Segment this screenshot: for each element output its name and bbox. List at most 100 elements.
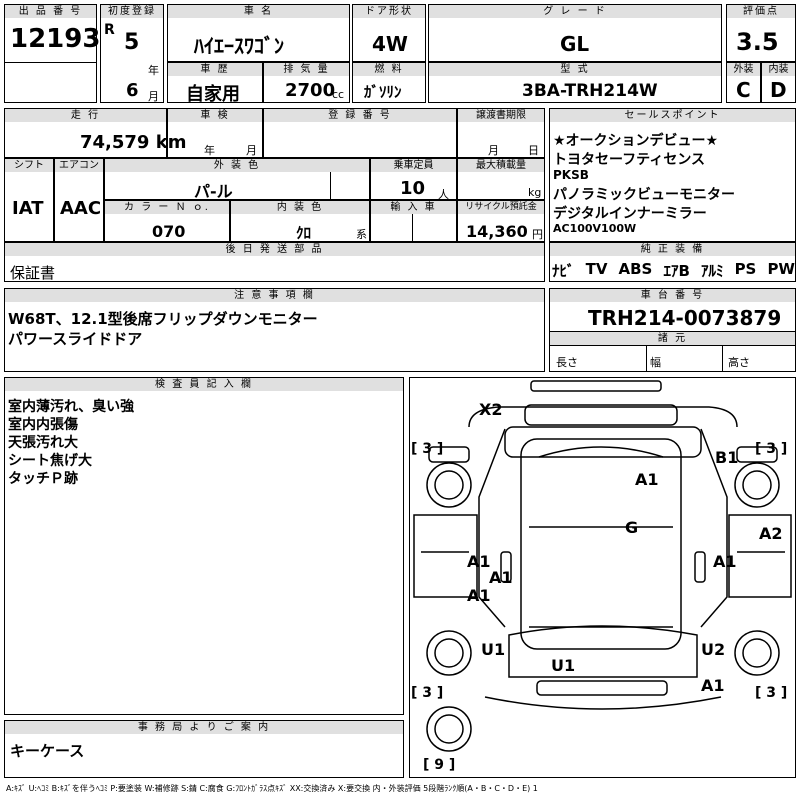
transfer-box <box>457 108 545 158</box>
damage-mark: A1 <box>467 586 491 605</box>
score-label: 評価点 <box>727 5 795 18</box>
inspector-line: シート焦げ大 <box>8 453 92 469</box>
notes-box <box>4 288 545 372</box>
recycle-fee: 14,360 <box>466 222 528 241</box>
displacement: 2700 <box>285 80 336 101</box>
import-label: 輸 入 車 <box>371 201 456 214</box>
equip-item: PS <box>734 260 757 278</box>
recycle-label: リサイクル預託金 <box>458 201 544 214</box>
car-diagram: [ 3 ] [ 3 ] [ 3 ] [ 3 ] [ 9 ] X2 B1 A1 G… <box>411 380 792 773</box>
disp-box <box>263 62 350 103</box>
spare-tire: [ 9 ] <box>423 757 455 773</box>
equip-item: ｱﾙﾐ <box>700 262 724 280</box>
sales-line: AC100V100W <box>553 222 637 235</box>
load-box <box>457 158 545 200</box>
disp-label: 排 気 量 <box>264 63 349 76</box>
equip-item: ABS <box>618 260 653 278</box>
mileage-box <box>4 108 167 158</box>
lot-box <box>4 4 97 103</box>
reg-year: 5 <box>124 30 140 55</box>
inspect-year-unit: 年 <box>204 144 215 157</box>
sales-line: パノラミックビューモニター <box>553 187 735 203</box>
damage-mark: U2 <box>701 640 725 659</box>
load-unit: kg <box>528 186 542 199</box>
reg-month: 6 <box>126 80 139 101</box>
spec-length: 長さ <box>556 356 578 369</box>
fuel: ｶﾞｿﾘﾝ <box>364 83 402 101</box>
sales-line: ★オークションデビュー★ <box>553 133 719 149</box>
history: 自家用 <box>186 84 240 105</box>
damage-mark: U1 <box>481 640 505 659</box>
inspector-line: 室内薄汚れ、臭い強 <box>8 399 135 415</box>
model-box <box>428 62 722 103</box>
cap-unit: 人 <box>438 188 449 201</box>
equip-label: 純 正 装 備 <box>550 243 795 256</box>
shift-label: シフト <box>5 159 53 172</box>
mileage-label: 走 行 <box>5 109 166 122</box>
aircon: AAC <box>60 198 102 219</box>
import-box <box>370 200 457 242</box>
reg-box <box>100 4 164 103</box>
name-label: 車 名 <box>168 5 349 18</box>
year-unit: 年 <box>148 64 159 77</box>
chassis-label: 車 台 番 号 <box>550 289 795 302</box>
inspector-label: 検 査 員 記 入 欄 <box>5 378 403 391</box>
door-label: ドア形状 <box>353 5 425 18</box>
color-label: 外 装 色 <box>105 159 369 172</box>
model-label: 型 式 <box>429 63 721 76</box>
name-box <box>167 4 350 62</box>
tire-br: [ 3 ] <box>755 685 787 701</box>
spec-label: 諸 元 <box>550 331 795 345</box>
later-label: 後 日 発 送 部 品 <box>5 243 544 256</box>
notes-label: 注 意 事 項 欄 <box>5 289 544 302</box>
damage-mark: A2 <box>759 524 783 543</box>
lot-number: 12193 <box>10 24 101 54</box>
office-box <box>4 720 404 778</box>
grade-label: グ レ ー ド <box>429 5 721 18</box>
office-label: 事 務 局 よ り ご 案 内 <box>5 721 403 734</box>
disp-unit: cc <box>332 88 345 101</box>
history-label: 車 歴 <box>168 63 262 76</box>
damage-mark: U1 <box>551 656 575 675</box>
reg-era: R <box>104 22 115 38</box>
spec-width: 幅 <box>650 356 661 369</box>
load-label: 最大積載量 <box>458 159 544 172</box>
tire-tl: [ 3 ] <box>411 441 443 457</box>
lot-label: 出 品 番 号 <box>5 5 96 18</box>
chassis-number: TRH214-0073879 <box>588 306 782 330</box>
ac-box <box>54 158 104 242</box>
color: パ-ル <box>194 182 233 201</box>
grade-box <box>428 4 722 62</box>
notes-line: W68T、12.1型後席フリップダウンモニター <box>8 310 318 328</box>
notes-line: パワースライドドア <box>8 330 143 348</box>
car-name: ﾊｲｴｰｽﾜｺﾞﾝ <box>194 34 284 58</box>
inspector-line: 天張汚れ大 <box>8 435 78 451</box>
later-parts: 保証書 <box>10 264 56 282</box>
transfer-label: 譲渡書期限 <box>458 109 544 122</box>
legend: A:ｷｽﾞ U:ﾍｺﾐ B:ｷｽﾞを伴うﾍｺﾐ P:要塗装 W:補修跡 S:錆 … <box>6 784 538 793</box>
reg-label: 初度登録 <box>101 5 163 18</box>
ac-label: エアコン <box>55 159 103 172</box>
tire-tr: [ 3 ] <box>755 441 787 457</box>
colorno-label: カ ラ ー Ｎ ｏ. <box>105 201 229 214</box>
score: 3.5 <box>736 28 779 56</box>
chassis-box <box>549 288 796 372</box>
recycle-box <box>457 200 545 242</box>
sales-box <box>549 108 796 242</box>
damage-mark: A1 <box>489 568 513 587</box>
equip-item: ｴｱB <box>663 262 690 280</box>
ext-grade: C <box>736 78 751 102</box>
inspector-line: 室内内張傷 <box>8 417 78 433</box>
regno-label: 登 録 番 号 <box>264 109 456 122</box>
score-box <box>726 4 796 62</box>
month-unit: 月 <box>148 90 159 103</box>
inspect-month-unit: 月 <box>246 144 257 157</box>
office-text: キーケース <box>10 742 85 760</box>
colorno-box <box>104 200 230 242</box>
damage-mark: A1 <box>467 552 491 571</box>
sales-line: トヨタセーフティセンス <box>553 152 706 168</box>
interior-color: ｸﾛ <box>296 224 312 242</box>
cap-box <box>370 158 457 200</box>
history-box <box>167 62 263 103</box>
fuel-label: 燃 料 <box>353 63 425 76</box>
